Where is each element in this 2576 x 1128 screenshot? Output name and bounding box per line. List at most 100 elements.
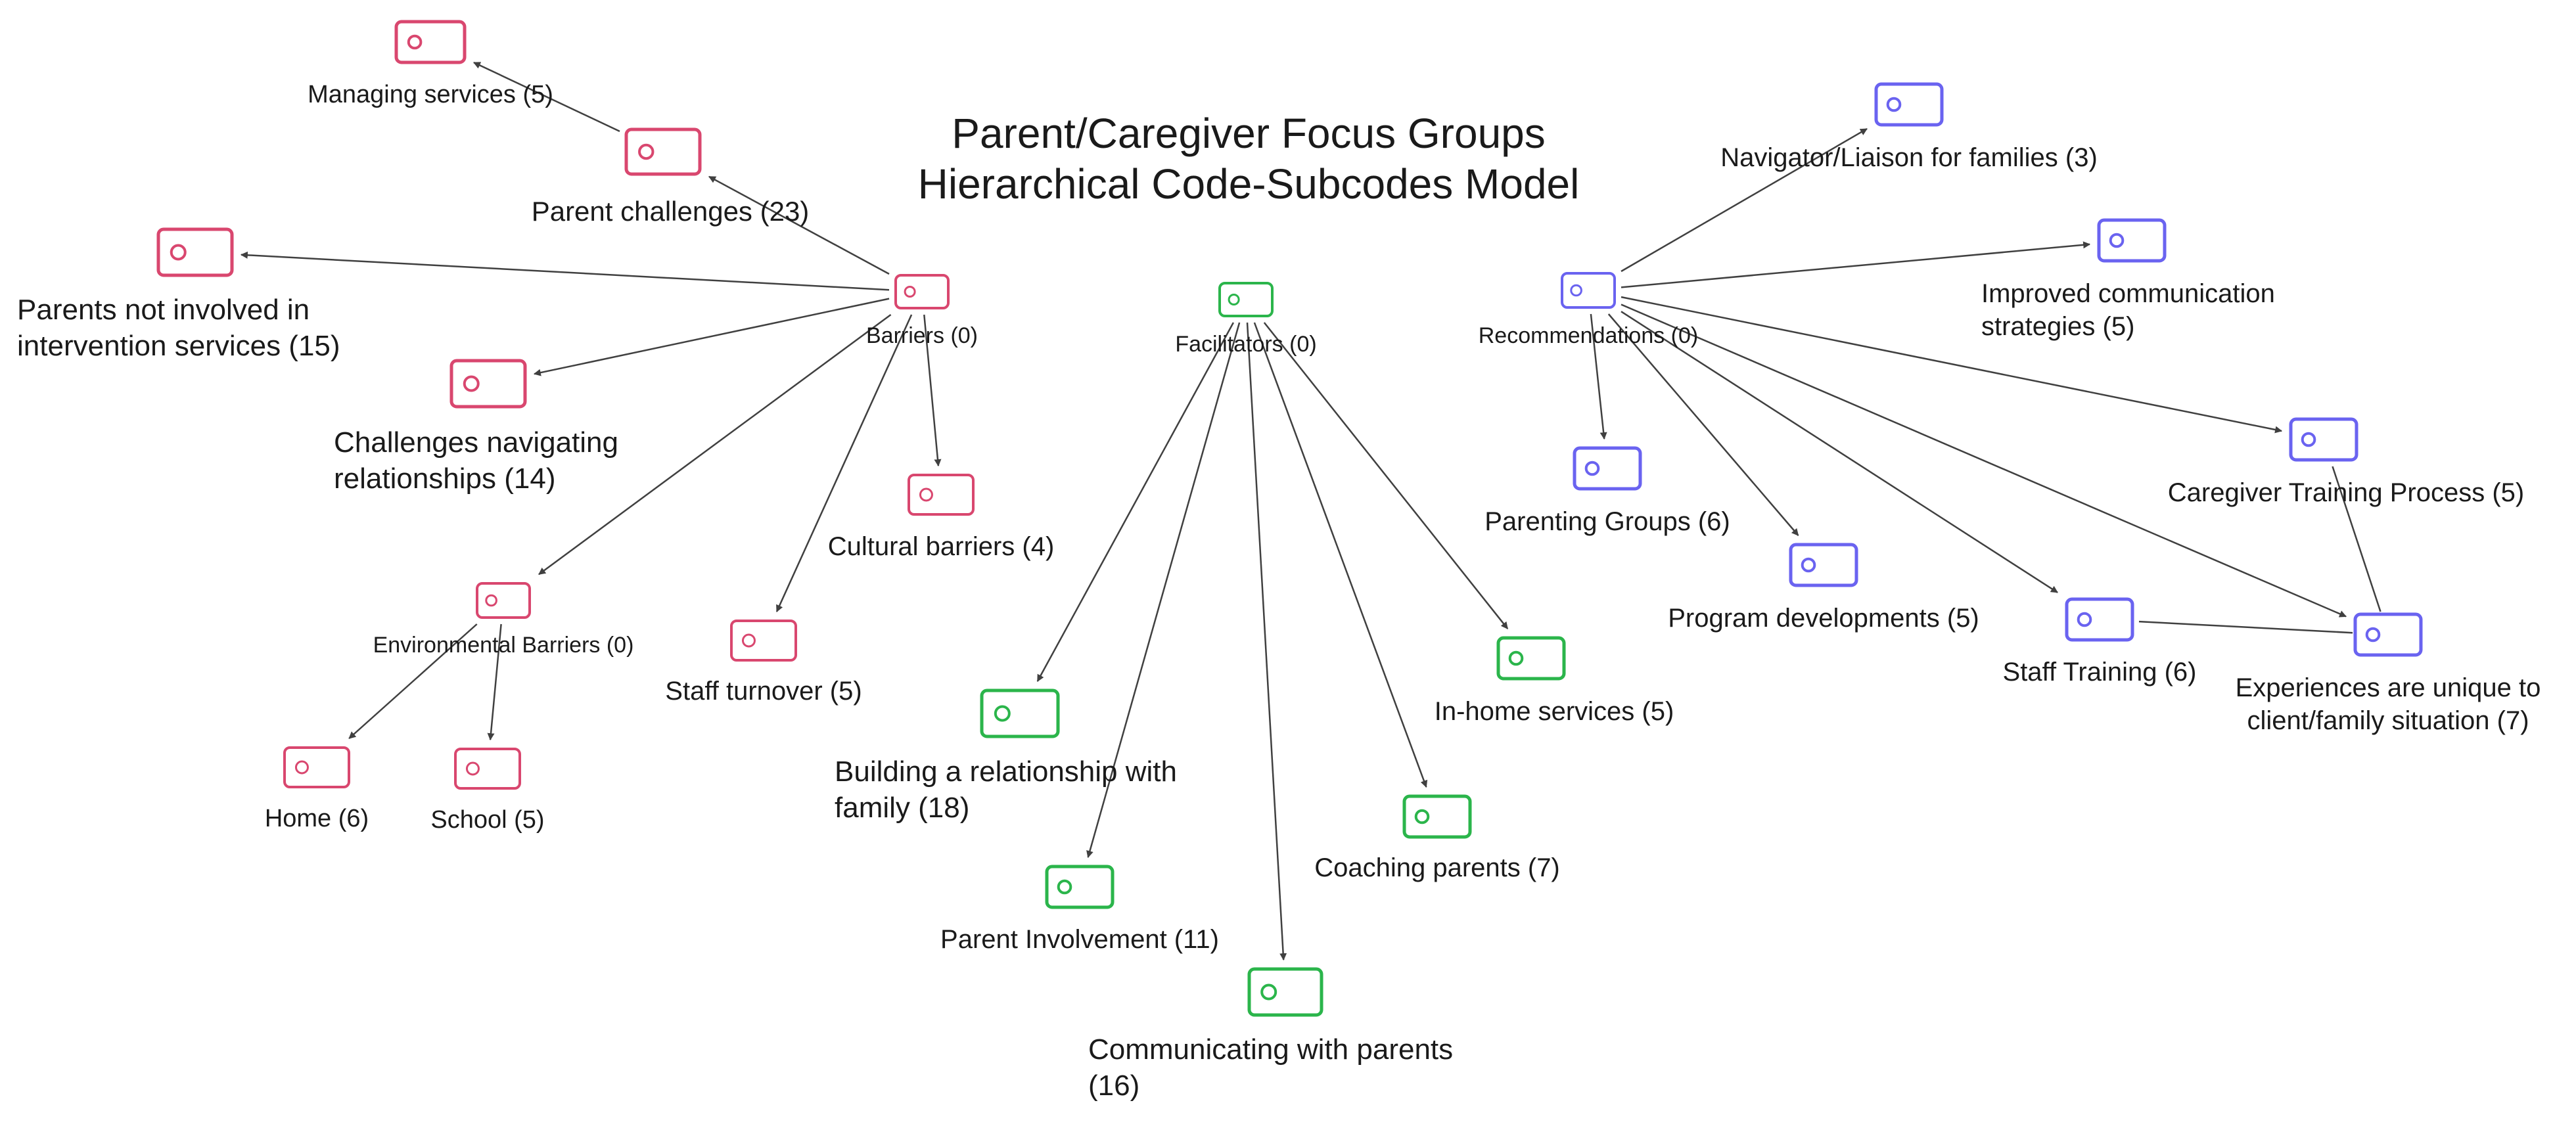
node-communicating-parents[interactable]: Communicating with parents (16) xyxy=(1088,967,1453,1102)
node-recommendations[interactable]: Recommendations (0) xyxy=(1479,272,1698,348)
edge-facilitators-to-in-home-services xyxy=(1263,322,1509,629)
toggle-icon xyxy=(2289,417,2358,462)
diagram-title: Parent/Caregiver Focus Groups Hierarchic… xyxy=(918,110,1580,208)
edge-barriers-to-environmental-barriers xyxy=(538,313,892,575)
node-label-line: In-home services (5) xyxy=(1435,697,1674,726)
toggle-icon xyxy=(1402,794,1472,839)
toggle-icon xyxy=(454,748,521,790)
edge-recommendations-to-improved-communication xyxy=(1621,241,2091,288)
edge-recommendations-to-program-developments xyxy=(1607,313,1799,536)
node-label-line: Staff Training (6) xyxy=(2003,658,2197,687)
toggle-icon xyxy=(1218,282,1274,317)
toggle-icon xyxy=(1573,446,1642,491)
edge-facilitators-to-building-relationship xyxy=(1036,322,1234,682)
node-label: Staff Training (6) xyxy=(2003,658,2197,687)
node-label: Program developments (5) xyxy=(1668,604,1979,633)
toggle-icon xyxy=(2353,612,2423,657)
node-parent-involvement[interactable]: Parent Involvement (11) xyxy=(940,865,1219,954)
node-staff-turnover[interactable]: Staff turnover (5) xyxy=(665,620,862,706)
node-label-line: Building a relationship with xyxy=(835,756,1177,788)
node-facilitators[interactable]: Facilitators (0) xyxy=(1175,282,1317,357)
edge-environmental-barriers-to-school xyxy=(487,623,502,741)
node-label: Navigator/Liaison for families (3) xyxy=(1720,143,2098,172)
edge-barriers-to-parents-not-involved xyxy=(240,251,890,291)
toggle-icon xyxy=(156,227,234,277)
node-label: Cultural barriers (4) xyxy=(828,532,1055,561)
node-label: Managing services (5) xyxy=(308,81,553,108)
edge-facilitators-to-communicating-parents xyxy=(1246,322,1287,961)
toggle-icon xyxy=(1247,967,1323,1017)
node-label-line: Communicating with parents xyxy=(1088,1033,1453,1066)
node-parent-challenges[interactable]: Parent challenges (23) xyxy=(532,127,810,227)
toggle-icon xyxy=(2065,597,2134,642)
node-label: Barriers (0) xyxy=(866,323,978,348)
node-label-line: Navigator/Liaison for families (3) xyxy=(1720,143,2098,172)
node-label: Caregiver Training Process (5) xyxy=(2168,478,2524,507)
node-label-line: Parent challenges (23) xyxy=(532,196,810,227)
node-label: Facilitators (0) xyxy=(1175,332,1316,357)
node-label: In-home services (5) xyxy=(1435,697,1674,726)
node-barriers[interactable]: Barriers (0) xyxy=(866,274,978,348)
node-label-line: Environmental Barriers (0) xyxy=(373,633,634,658)
node-label: Parent Involvement (11) xyxy=(940,925,1219,954)
edge-recommendations-to-parenting-groups xyxy=(1590,313,1607,440)
node-label-line: School (5) xyxy=(430,806,544,834)
node-cultural-barriers[interactable]: Cultural barriers (4) xyxy=(828,474,1055,561)
node-label-line: Managing services (5) xyxy=(308,81,553,108)
node-environmental-barriers[interactable]: Environmental Barriers (0) xyxy=(373,582,634,658)
node-label-line: Cultural barriers (4) xyxy=(828,532,1055,561)
toggle-icon xyxy=(908,474,975,516)
node-staff-training[interactable]: Staff Training (6) xyxy=(2003,597,2197,687)
toggle-icon xyxy=(2097,218,2167,263)
toggle-icon xyxy=(894,274,950,309)
edge-recommendations-to-staff-training xyxy=(1621,311,2058,593)
edges-layer xyxy=(240,61,2381,961)
edge-staff-training-to-experiences-unique xyxy=(2138,620,2353,634)
node-coaching-parents[interactable]: Coaching parents (7) xyxy=(1314,794,1560,882)
title-line-2: Hierarchical Code-Subcodes Model xyxy=(918,160,1580,208)
node-label-line: strategies (5) xyxy=(1981,312,2134,341)
nodes-layer: Barriers (0) Managing services (5) Parent … xyxy=(17,20,2541,1102)
node-school[interactable]: School (5) xyxy=(430,748,545,834)
node-parenting-groups[interactable]: Parenting Groups (6) xyxy=(1484,446,1730,536)
node-caregiver-training[interactable]: Caregiver Training Process (5) xyxy=(2168,417,2524,507)
edge-recommendations-to-caregiver-training xyxy=(1621,296,2283,434)
node-label-line: Challenges navigating xyxy=(334,426,618,459)
node-label-line: Parenting Groups (6) xyxy=(1484,507,1730,536)
node-managing-services[interactable]: Managing services (5) xyxy=(308,20,553,108)
toggle-icon xyxy=(394,20,467,64)
node-label: Staff turnover (5) xyxy=(665,677,862,706)
node-home[interactable]: Home (6) xyxy=(265,746,369,832)
edge-barriers-to-staff-turnover xyxy=(775,314,913,613)
edge-recommendations-to-experiences-unique xyxy=(1621,304,2347,618)
node-label-line: Facilitators (0) xyxy=(1175,332,1316,357)
node-label-line: Recommendations (0) xyxy=(1479,323,1698,348)
node-label: Communicating with parents (16) xyxy=(1088,1033,1453,1102)
toggle-icon xyxy=(980,688,1060,738)
toggle-icon xyxy=(730,620,797,662)
node-label-line: Program developments (5) xyxy=(1668,604,1979,633)
edge-facilitators-to-parent-involvement xyxy=(1086,322,1241,859)
node-label-line: Parent Involvement (11) xyxy=(940,925,1219,954)
node-program-developments[interactable]: Program developments (5) xyxy=(1668,543,1979,633)
node-label-line: client/family situation (7) xyxy=(2247,706,2529,735)
node-label-line: Barriers (0) xyxy=(866,323,978,348)
toggle-icon xyxy=(1789,543,1858,587)
edge-facilitators-to-coaching-parents xyxy=(1253,322,1428,788)
node-label-line: Coaching parents (7) xyxy=(1314,853,1560,882)
node-label-line: (16) xyxy=(1088,1070,1139,1102)
node-navigator-liaison[interactable]: Navigator/Liaison for families (3) xyxy=(1720,82,2098,172)
title-line-1: Parent/Caregiver Focus Groups xyxy=(952,110,1546,157)
node-label-line: Caregiver Training Process (5) xyxy=(2168,478,2524,507)
node-in-home-services[interactable]: In-home services (5) xyxy=(1435,636,1674,726)
node-label: Home (6) xyxy=(265,805,369,832)
